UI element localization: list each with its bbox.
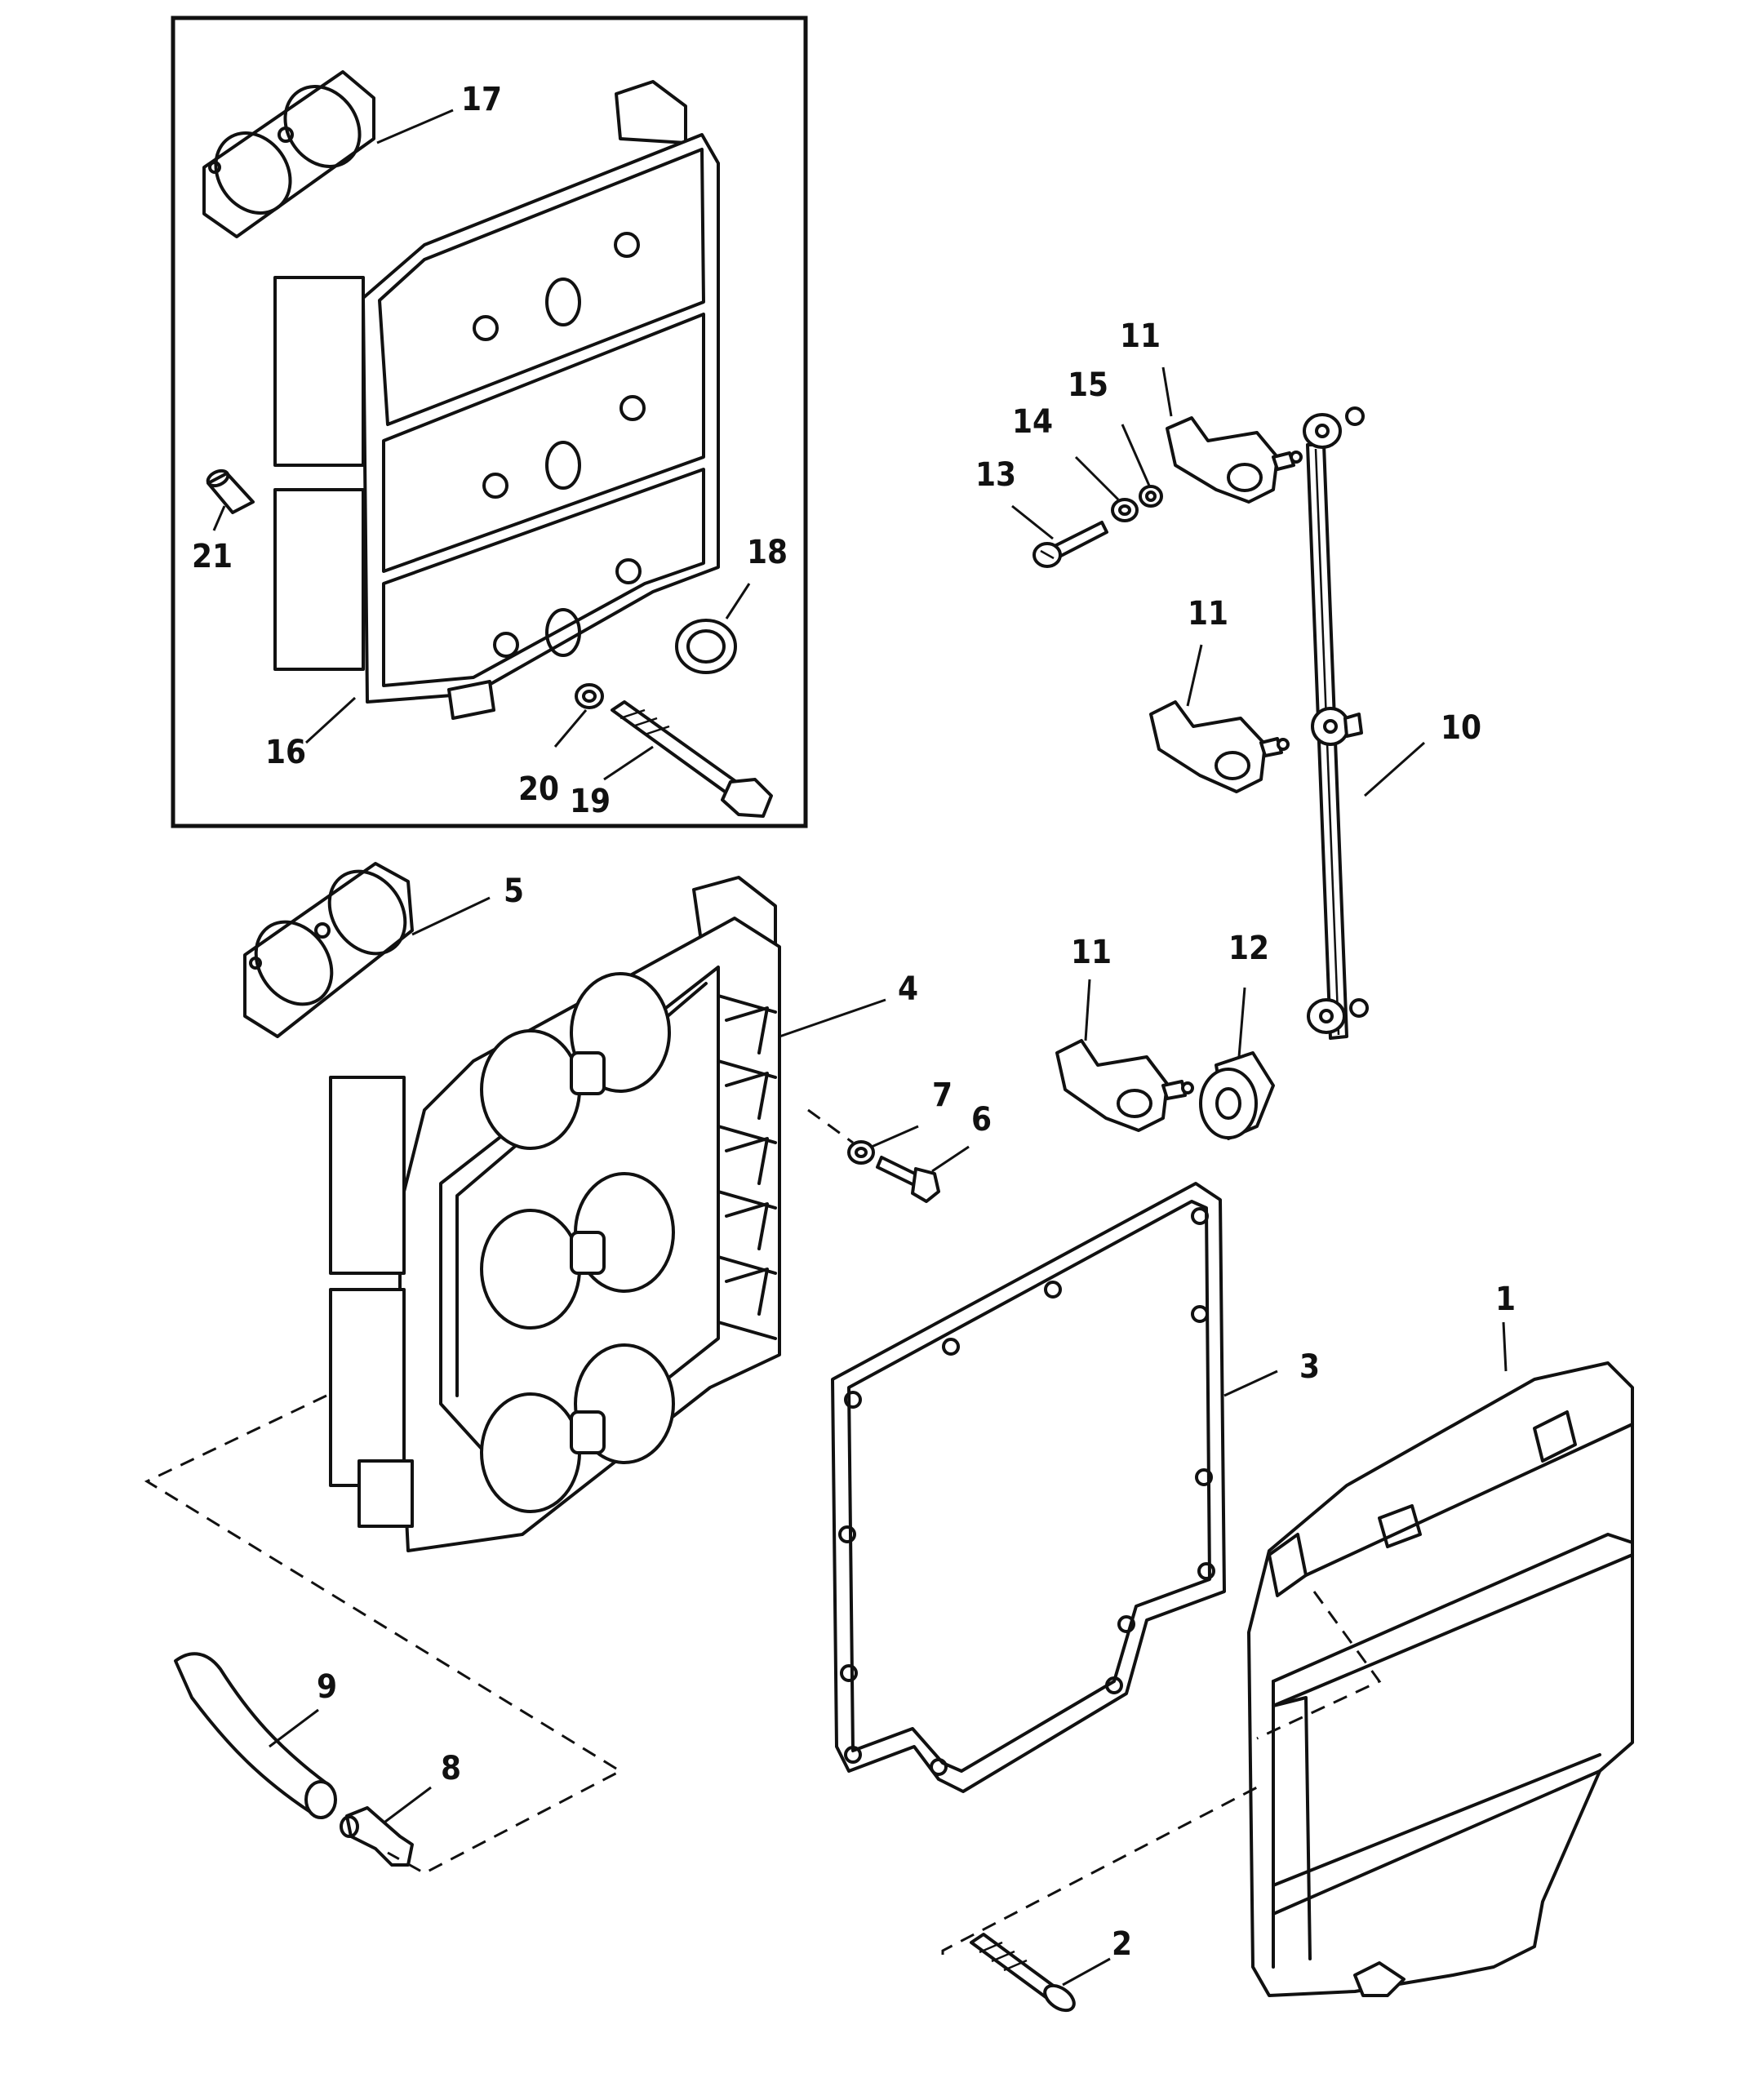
label-part-19: 19 (570, 783, 611, 820)
leader-1 (1502, 1321, 1508, 1372)
label-part-4: 4 (898, 970, 918, 1008)
inset-frame (171, 16, 808, 828)
leader-4 (779, 998, 886, 1038)
assembly-line-screw (941, 1786, 1258, 1955)
leader-20 (553, 709, 588, 748)
hose-fitting (340, 1806, 414, 1867)
flat-washer (1111, 498, 1139, 522)
leader-14 (1074, 455, 1120, 501)
reed-housing-cover-main (1247, 1361, 1634, 1997)
assembly-line-hose (144, 1394, 624, 1875)
leader-11a (1161, 366, 1173, 417)
adaptor-plate (329, 876, 781, 1552)
bolt-short (876, 1156, 940, 1203)
label-part-21: 21 (192, 538, 233, 575)
label-part-14: 14 (1012, 403, 1053, 441)
leader-18 (725, 583, 751, 619)
gasket-large (831, 1182, 1226, 1793)
lock-washer (1139, 485, 1163, 508)
hose (174, 1652, 337, 1819)
label-part-1: 1 (1495, 1281, 1516, 1318)
link-clamp-top (1166, 416, 1303, 504)
leader-21 (212, 505, 226, 531)
gasket-small-top (202, 70, 375, 238)
label-part-10: 10 (1441, 709, 1481, 747)
label-part-13: 13 (975, 456, 1016, 494)
label-part-5: 5 (504, 872, 524, 910)
leader-11b (1186, 644, 1203, 707)
label-part-2: 2 (1112, 1925, 1132, 1963)
washer-inset (575, 683, 604, 709)
label-part-15: 15 (1068, 366, 1108, 404)
label-part-11-middle: 11 (1188, 595, 1228, 633)
link-clamp-lower (1055, 1039, 1194, 1132)
bushing (1199, 1051, 1275, 1140)
assembly-line-bolt (807, 1108, 854, 1144)
link-rod (1303, 406, 1369, 1040)
gasket-carb (243, 862, 414, 1038)
label-part-9: 9 (317, 1668, 337, 1706)
label-part-11-lower: 11 (1071, 934, 1112, 971)
leader-19 (603, 745, 654, 781)
leader-17 (376, 109, 454, 144)
reed-housing-cover (273, 80, 720, 720)
leader-16 (304, 696, 357, 744)
label-part-3: 3 (1299, 1348, 1320, 1386)
link-clamp-middle (1149, 700, 1290, 793)
long-bolt-inset (611, 700, 773, 818)
leader-2 (1062, 1957, 1111, 1987)
label-part-12: 12 (1228, 930, 1269, 967)
leader-13 (1011, 504, 1054, 540)
leader-15 (1121, 424, 1151, 486)
washer-plate (847, 1140, 875, 1165)
label-part-17: 17 (461, 81, 502, 118)
label-part-8: 8 (441, 1750, 461, 1787)
leader-3 (1223, 1370, 1278, 1397)
label-part-6: 6 (971, 1101, 992, 1139)
leader-5 (411, 896, 491, 936)
label-part-11-top: 11 (1120, 317, 1161, 355)
leader-9 (269, 1708, 319, 1748)
leader-6 (931, 1145, 970, 1173)
screw-linkage (1032, 521, 1108, 568)
leader-11c (1084, 979, 1091, 1041)
label-part-7: 7 (932, 1077, 953, 1114)
long-screw (970, 1933, 1076, 2013)
sleeve-small (206, 468, 255, 514)
label-part-16: 16 (265, 734, 306, 771)
leader-10 (1364, 741, 1425, 797)
assembly-line-cover (1256, 1591, 1382, 1740)
leader-8 (384, 1786, 432, 1823)
leader-7 (871, 1125, 919, 1148)
label-part-18: 18 (747, 534, 788, 571)
plug (675, 619, 737, 674)
leader-12 (1237, 987, 1246, 1058)
label-part-20: 20 (518, 770, 559, 808)
